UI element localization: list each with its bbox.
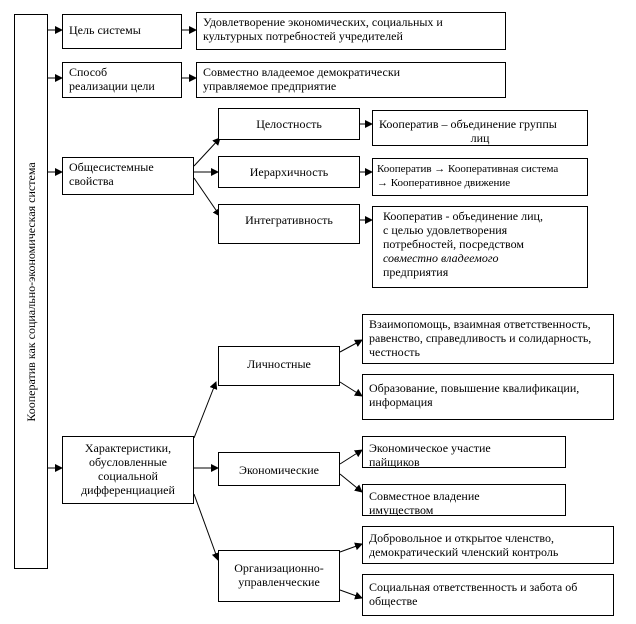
root-system-label: Кооператив как социально-экономическая с… xyxy=(24,161,38,422)
characteristics-label-line-4: дифференциацией xyxy=(81,483,175,497)
characteristics-label-line-2: обусловленные xyxy=(88,455,168,469)
personal-box: Личностные xyxy=(218,346,340,386)
integrity-box: Целостность xyxy=(218,108,360,140)
arrow-personal-to-value-2 xyxy=(339,381,363,397)
properties-label-box: Общесистемные свойства xyxy=(62,157,194,195)
arrow-organizational-to-value-1 xyxy=(339,542,363,553)
economic-value-2-line-2: имуществом xyxy=(369,503,434,516)
goal-label: Цель системы xyxy=(69,23,141,37)
arrow-organizational-to-value-2 xyxy=(339,589,363,600)
organizational-value-1-box: Добровольное и открытое членство, демокр… xyxy=(362,526,614,564)
arrow-characteristics-to-personal xyxy=(193,381,218,439)
organizational-value-1-line-2: демократический членский контроль xyxy=(369,545,559,559)
hierarchy-box: Иерархичность xyxy=(218,156,360,188)
arrow-economic-to-value-1 xyxy=(339,449,363,465)
integrity-value-line-2: лиц xyxy=(470,131,490,145)
characteristics-label-line-3: социальной xyxy=(98,469,158,483)
arrow-personal-to-value-1 xyxy=(339,339,363,353)
organizational-value-2-line-2: обществе xyxy=(369,594,418,608)
method-value-box: Совместно владеемое демократически управ… xyxy=(196,62,506,98)
organizational-value-2-box: Социальная ответственность и забота об о… xyxy=(362,574,614,616)
organizational-label-line-2: управленческие xyxy=(238,575,320,589)
economic-box: Экономические xyxy=(218,452,340,486)
integrativity-value-box: Кооператив - объединение лиц, с целью уд… xyxy=(372,206,588,288)
hierarchy-value-box: Кооператив → Кооперативная система → Коо… xyxy=(372,158,588,196)
personal-value-2-box: Образование, повышение квалификации, инф… xyxy=(362,374,614,420)
method-value-line-2: управляемое предприятие xyxy=(203,79,337,93)
arrow-properties-to-integrity xyxy=(193,137,221,167)
economic-value-1-line-1: Экономическое участие xyxy=(369,441,491,455)
arrow-characteristics-to-organizational xyxy=(193,493,220,561)
method-label-line-1: Способ xyxy=(69,65,108,79)
integrity-value-line-1: Кооператив – объединение группы xyxy=(379,117,557,131)
integrity-value-box: Кооператив – объединение группы лиц xyxy=(372,110,588,146)
root-system-box: Кооператив как социально-экономическая с… xyxy=(14,14,48,569)
arrow-economic-to-value-2 xyxy=(339,473,363,493)
personal-value-2-line-1: Образование, повышение квалификации, xyxy=(369,381,580,395)
hierarchy-value-line-2: → Кооперативное движение xyxy=(377,177,511,189)
economic-value-1-line-2: пайщиков xyxy=(369,455,420,468)
goal-value-line-1: Удовлетворение экономических, социальных… xyxy=(203,15,443,29)
characteristics-label-box: Характеристики, обусловленные социальной… xyxy=(62,436,194,504)
economic-value-2-box: Совместное владение имуществом xyxy=(362,484,566,516)
economic-value-1-box: Экономическое участие пайщиков xyxy=(362,436,566,468)
organizational-value-2-line-1: Социальная ответственность и забота об xyxy=(369,580,578,594)
goal-label-box: Цель системы xyxy=(62,14,182,49)
personal-value-1-line-2: равенство, справедливость и солидарность… xyxy=(369,331,592,345)
hierarchy-value-line-1: Кооператив → Кооперативная система xyxy=(377,163,559,175)
integrativity-value-line-5: предприятия xyxy=(383,265,449,279)
hierarchy-label: Иерархичность xyxy=(249,165,329,179)
integrativity-value-line-4: совместно владеемого xyxy=(383,251,499,265)
organizational-box: Организационно- управленческие xyxy=(218,550,340,602)
integrativity-box: Интегративность xyxy=(218,204,360,244)
organizational-value-1-line-1: Добровольное и открытое членство, xyxy=(369,531,554,545)
economic-label: Экономические xyxy=(239,463,319,477)
integrativity-value-line-2: с целью удовлетворения xyxy=(383,223,508,237)
characteristics-label-line-1: Характеристики, xyxy=(84,441,172,455)
properties-label-line-1: Общесистемные xyxy=(69,160,154,174)
goal-value-line-2: культурных потребностей учредителей xyxy=(203,29,403,43)
organizational-label-line-1: Организационно- xyxy=(234,561,324,575)
personal-value-1-box: Взаимопомощь, взаимная ответственность, … xyxy=(362,314,614,364)
method-label-box: Способ реализации цели xyxy=(62,62,182,98)
personal-value-1-line-3: честность xyxy=(369,345,420,359)
integrity-label: Целостность xyxy=(256,117,322,131)
integrativity-value-line-1: Кооператив - объединение лиц, xyxy=(383,209,543,223)
personal-label: Личностные xyxy=(247,357,311,371)
integrativity-label: Интегративность xyxy=(245,213,333,227)
method-value-line-1: Совместно владеемое демократически xyxy=(203,65,401,79)
economic-value-2-line-1: Совместное владение xyxy=(369,489,480,503)
personal-value-2-line-2: информация xyxy=(369,395,433,409)
method-label-line-2: реализации цели xyxy=(69,79,155,93)
arrow-properties-to-integrativity xyxy=(193,177,221,217)
integrativity-value-line-3: потребностей, посредством xyxy=(383,237,524,251)
properties-label-line-2: свойства xyxy=(69,174,114,188)
goal-value-box: Удовлетворение экономических, социальных… xyxy=(196,12,506,50)
personal-value-1-line-1: Взаимопомощь, взаимная ответственность, xyxy=(369,317,591,331)
